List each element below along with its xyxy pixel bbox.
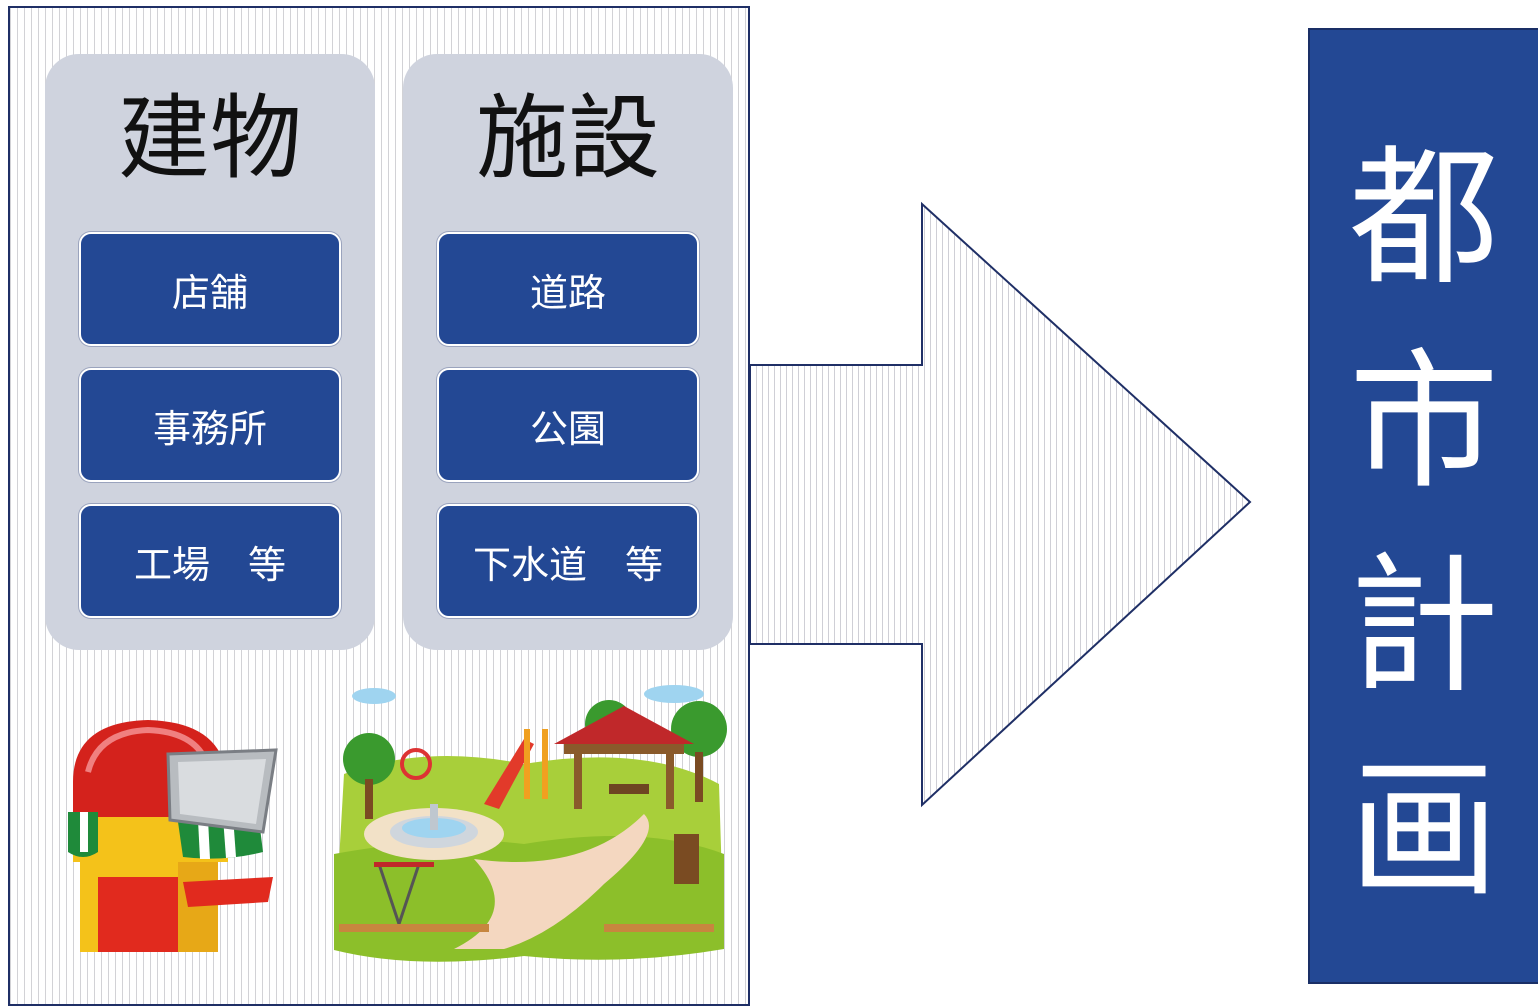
result-char-2: 市 xyxy=(1348,336,1499,510)
category-title-buildings: 建物 xyxy=(117,85,302,192)
category-facilities: 施設 道路 公園 下水道 等 xyxy=(403,54,733,650)
park-playground-illustration xyxy=(334,685,727,962)
result-char-4: 画 xyxy=(1348,744,1499,918)
category-title-facilities: 施設 xyxy=(475,85,660,192)
item-sewer: 下水道 等 xyxy=(437,504,699,618)
result-urban-planning: 都 市 計 画 xyxy=(1308,28,1538,984)
item-factory: 工場 等 xyxy=(79,504,341,618)
item-office: 事務所 xyxy=(79,368,341,482)
category-buildings: 建物 店舗 事務所 工場 等 xyxy=(45,54,375,650)
item-road: 道路 xyxy=(437,232,699,346)
result-char-1: 都 xyxy=(1348,132,1499,306)
right-arrow-icon xyxy=(750,201,1252,808)
inputs-panel: 建物 店舗 事務所 工場 等 施設 道路 公園 下水道 等 xyxy=(8,6,750,1006)
item-park: 公園 xyxy=(437,368,699,482)
item-shop: 店舗 xyxy=(79,232,341,346)
shop-stall-illustration xyxy=(68,720,278,952)
result-char-3: 計 xyxy=(1348,540,1499,714)
